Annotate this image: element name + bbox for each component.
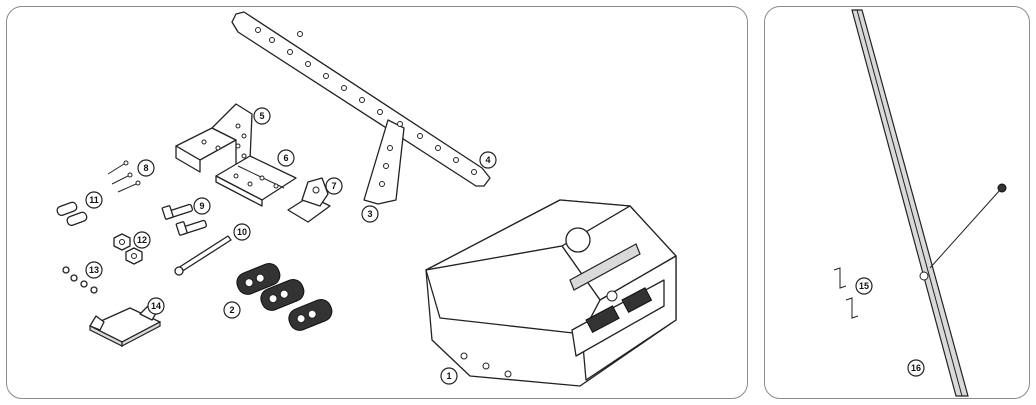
- label-6: 6: [277, 149, 295, 167]
- label-2: 2: [223, 301, 241, 319]
- label-1: 1: [440, 367, 458, 385]
- svg-text:6: 6: [283, 153, 288, 163]
- svg-text:3: 3: [367, 209, 372, 219]
- parts-panel-right: [764, 6, 1030, 399]
- svg-text:14: 14: [151, 301, 161, 311]
- label-14: 14: [147, 297, 165, 315]
- rod-part-10: [174, 235, 232, 276]
- label-9: 9: [193, 197, 211, 215]
- nuts-part-12: [113, 233, 143, 265]
- rail-part-16: [851, 9, 1007, 397]
- pins-part-11: [56, 201, 88, 226]
- svg-text:12: 12: [137, 235, 147, 245]
- label-16: 16: [907, 359, 925, 377]
- clevis-pins-part-8: [107, 160, 141, 193]
- label-10: 10: [233, 223, 251, 241]
- pivot-bracket-part-7: [287, 177, 331, 223]
- label-8: 8: [137, 159, 155, 177]
- svg-text:11: 11: [89, 195, 99, 205]
- angle-bracket-part-5: [175, 103, 253, 173]
- svg-text:4: 4: [485, 155, 490, 165]
- svg-text:2: 2: [229, 305, 234, 315]
- label-7: 7: [325, 177, 343, 195]
- label-15: 15: [855, 277, 873, 295]
- label-4: 4: [479, 151, 497, 169]
- remotes-part-2: [236, 263, 333, 331]
- label-11: 11: [85, 191, 103, 209]
- svg-text:16: 16: [911, 363, 921, 373]
- svg-text:8: 8: [143, 163, 148, 173]
- svg-text:13: 13: [89, 265, 99, 275]
- screws-part-13: [62, 266, 98, 294]
- hinge-plate-part-6: [215, 155, 297, 207]
- svg-text:15: 15: [859, 281, 869, 291]
- t-bracket-part-4: [231, 11, 491, 205]
- svg-text:9: 9: [199, 201, 204, 211]
- bolts-part-9: [161, 203, 208, 236]
- small-brackets-part-15: [833, 267, 859, 319]
- svg-text:5: 5: [259, 111, 264, 121]
- label-13: 13: [85, 261, 103, 279]
- mounting-clip-part-14: [89, 303, 161, 347]
- motor-unit-part-1: [425, 199, 677, 387]
- label-3: 3: [361, 205, 379, 223]
- svg-text:1: 1: [446, 371, 451, 381]
- label-5: 5: [253, 107, 271, 125]
- label-12: 12: [133, 231, 151, 249]
- svg-text:7: 7: [331, 181, 336, 191]
- svg-text:10: 10: [237, 227, 247, 237]
